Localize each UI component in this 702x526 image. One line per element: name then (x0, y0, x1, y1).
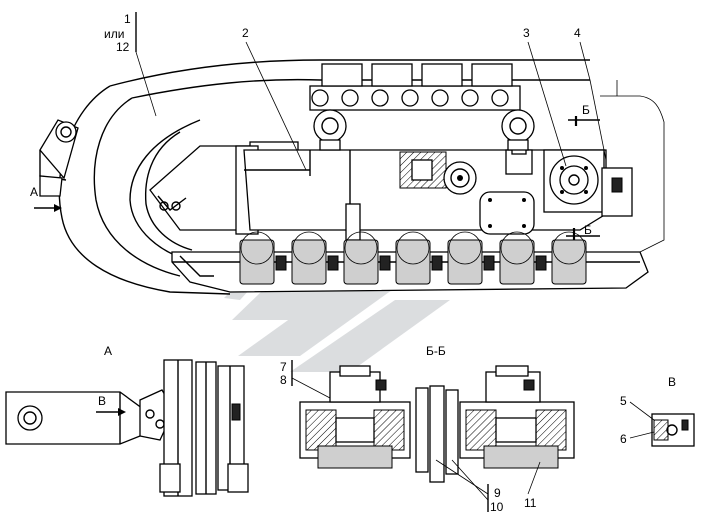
callout-9: 9 (494, 486, 501, 500)
callout-12: 12 (116, 40, 130, 54)
main-view-crawler-track: А (30, 59, 665, 295)
callout-4: 4 (574, 26, 581, 40)
track-roller-row (239, 231, 587, 285)
callout-1: 1 (124, 12, 131, 26)
main-view-callouts: 1 или 12 2 3 4 (104, 12, 607, 171)
section-b-top-label: Б (582, 103, 590, 117)
callout-2: 2 (242, 26, 249, 40)
upper-track-links (309, 63, 521, 111)
callout-10: 10 (490, 500, 504, 514)
callout-6: 6 (620, 432, 627, 446)
callout-7: 7 (280, 360, 287, 374)
view-a-title: А (104, 344, 112, 358)
callout-5: 5 (620, 394, 627, 408)
view-b-b-section: Б-Б 7 8 9 10 11 (280, 344, 575, 514)
view-arrow-v-label: В (98, 394, 106, 408)
section-b-bottom-label: Б (584, 223, 592, 237)
view-b-b-title: Б-Б (426, 344, 446, 358)
callout-8: 8 (280, 373, 287, 387)
view-v: В 5 6 (620, 375, 695, 447)
view-v-title: В (668, 375, 676, 389)
view-arrow-a-label: А (30, 185, 38, 199)
callout-or: или (104, 27, 124, 41)
callout-3: 3 (523, 26, 530, 40)
callout-11: 11 (524, 496, 537, 510)
view-a: А В (5, 344, 249, 497)
